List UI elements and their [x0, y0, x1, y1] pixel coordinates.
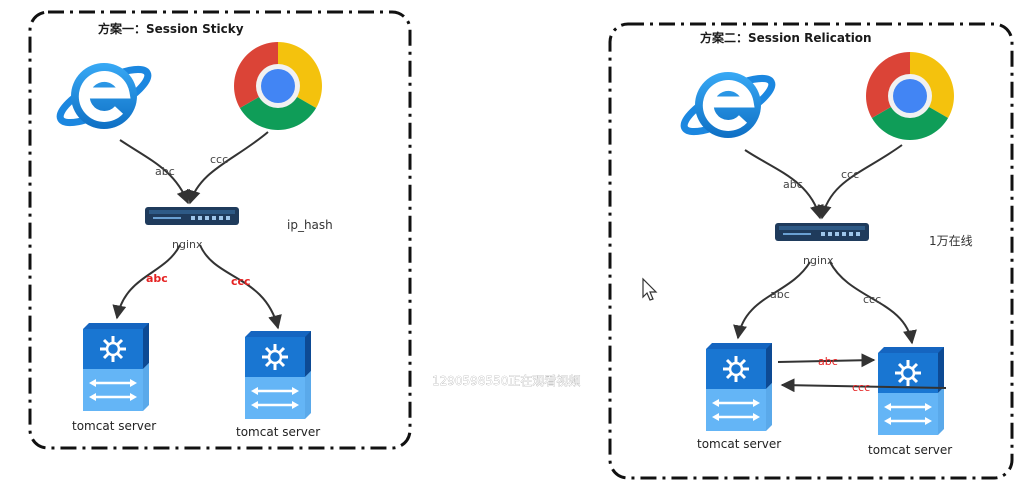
replicate-server1-to-server2	[777, 353, 876, 368]
server-icon	[876, 345, 946, 437]
server1-label: tomcat server	[697, 437, 781, 451]
edge-server2-label: ccc	[231, 275, 251, 288]
left-panel: 方案一：Session Sticky abc ccc nginx ip_hash…	[28, 10, 412, 450]
ie-browser-icon	[54, 60, 155, 132]
edge-ie-label: abc	[783, 178, 803, 191]
edge-ie-to-nginx	[744, 149, 824, 220]
online-note: 1万在线	[929, 234, 973, 248]
right-panel: 方案二：Session Relication abc ccc nginx 1万在…	[608, 22, 1014, 480]
edge-chrome-to-nginx	[186, 131, 269, 205]
mouse-cursor-icon	[642, 277, 658, 301]
network-switch-icon	[775, 223, 869, 241]
network-switch-icon	[145, 207, 239, 225]
replicate-ab-label: abc	[818, 355, 838, 368]
server-icon	[704, 341, 774, 433]
nginx-label: nginx	[803, 254, 834, 267]
replicate-ba-label: ccc	[852, 381, 870, 394]
edge-nginx-to-server2	[199, 244, 282, 330]
server2-label: tomcat server	[236, 425, 320, 439]
left-panel-border	[28, 10, 412, 450]
edge-nginx-to-server1	[733, 261, 811, 340]
edge-chrome-to-nginx	[817, 144, 903, 220]
right-panel-title: 方案二：Session Relication	[700, 30, 872, 45]
ip-hash-note: ip_hash	[287, 218, 333, 232]
edge-ie-label: abc	[155, 165, 175, 178]
edge-server2-label: ccc	[863, 293, 881, 306]
right-panel-border	[608, 22, 1014, 480]
viewer-watermark: 1290598550正在观看视频	[432, 373, 580, 388]
left-panel-title: 方案一：Session Sticky	[98, 21, 244, 36]
edge-server1-label: abc	[770, 288, 790, 301]
chrome-browser-icon	[866, 52, 954, 140]
server1-label: tomcat server	[72, 419, 156, 433]
server-icon	[81, 321, 151, 413]
edge-nginx-to-server2	[829, 261, 917, 345]
edge-ie-to-nginx	[119, 139, 190, 205]
replicate-server2-to-server1	[780, 378, 947, 393]
ie-browser-icon	[678, 69, 779, 141]
chrome-browser-icon	[234, 42, 322, 130]
edge-nginx-to-server1	[112, 244, 181, 320]
edge-chrome-label: ccc	[210, 153, 228, 166]
edge-server1-label: abc	[146, 272, 168, 285]
nginx-label: nginx	[172, 238, 203, 251]
server2-label: tomcat server	[868, 443, 952, 457]
server-icon	[243, 329, 313, 421]
edge-chrome-label: ccc	[841, 168, 859, 181]
